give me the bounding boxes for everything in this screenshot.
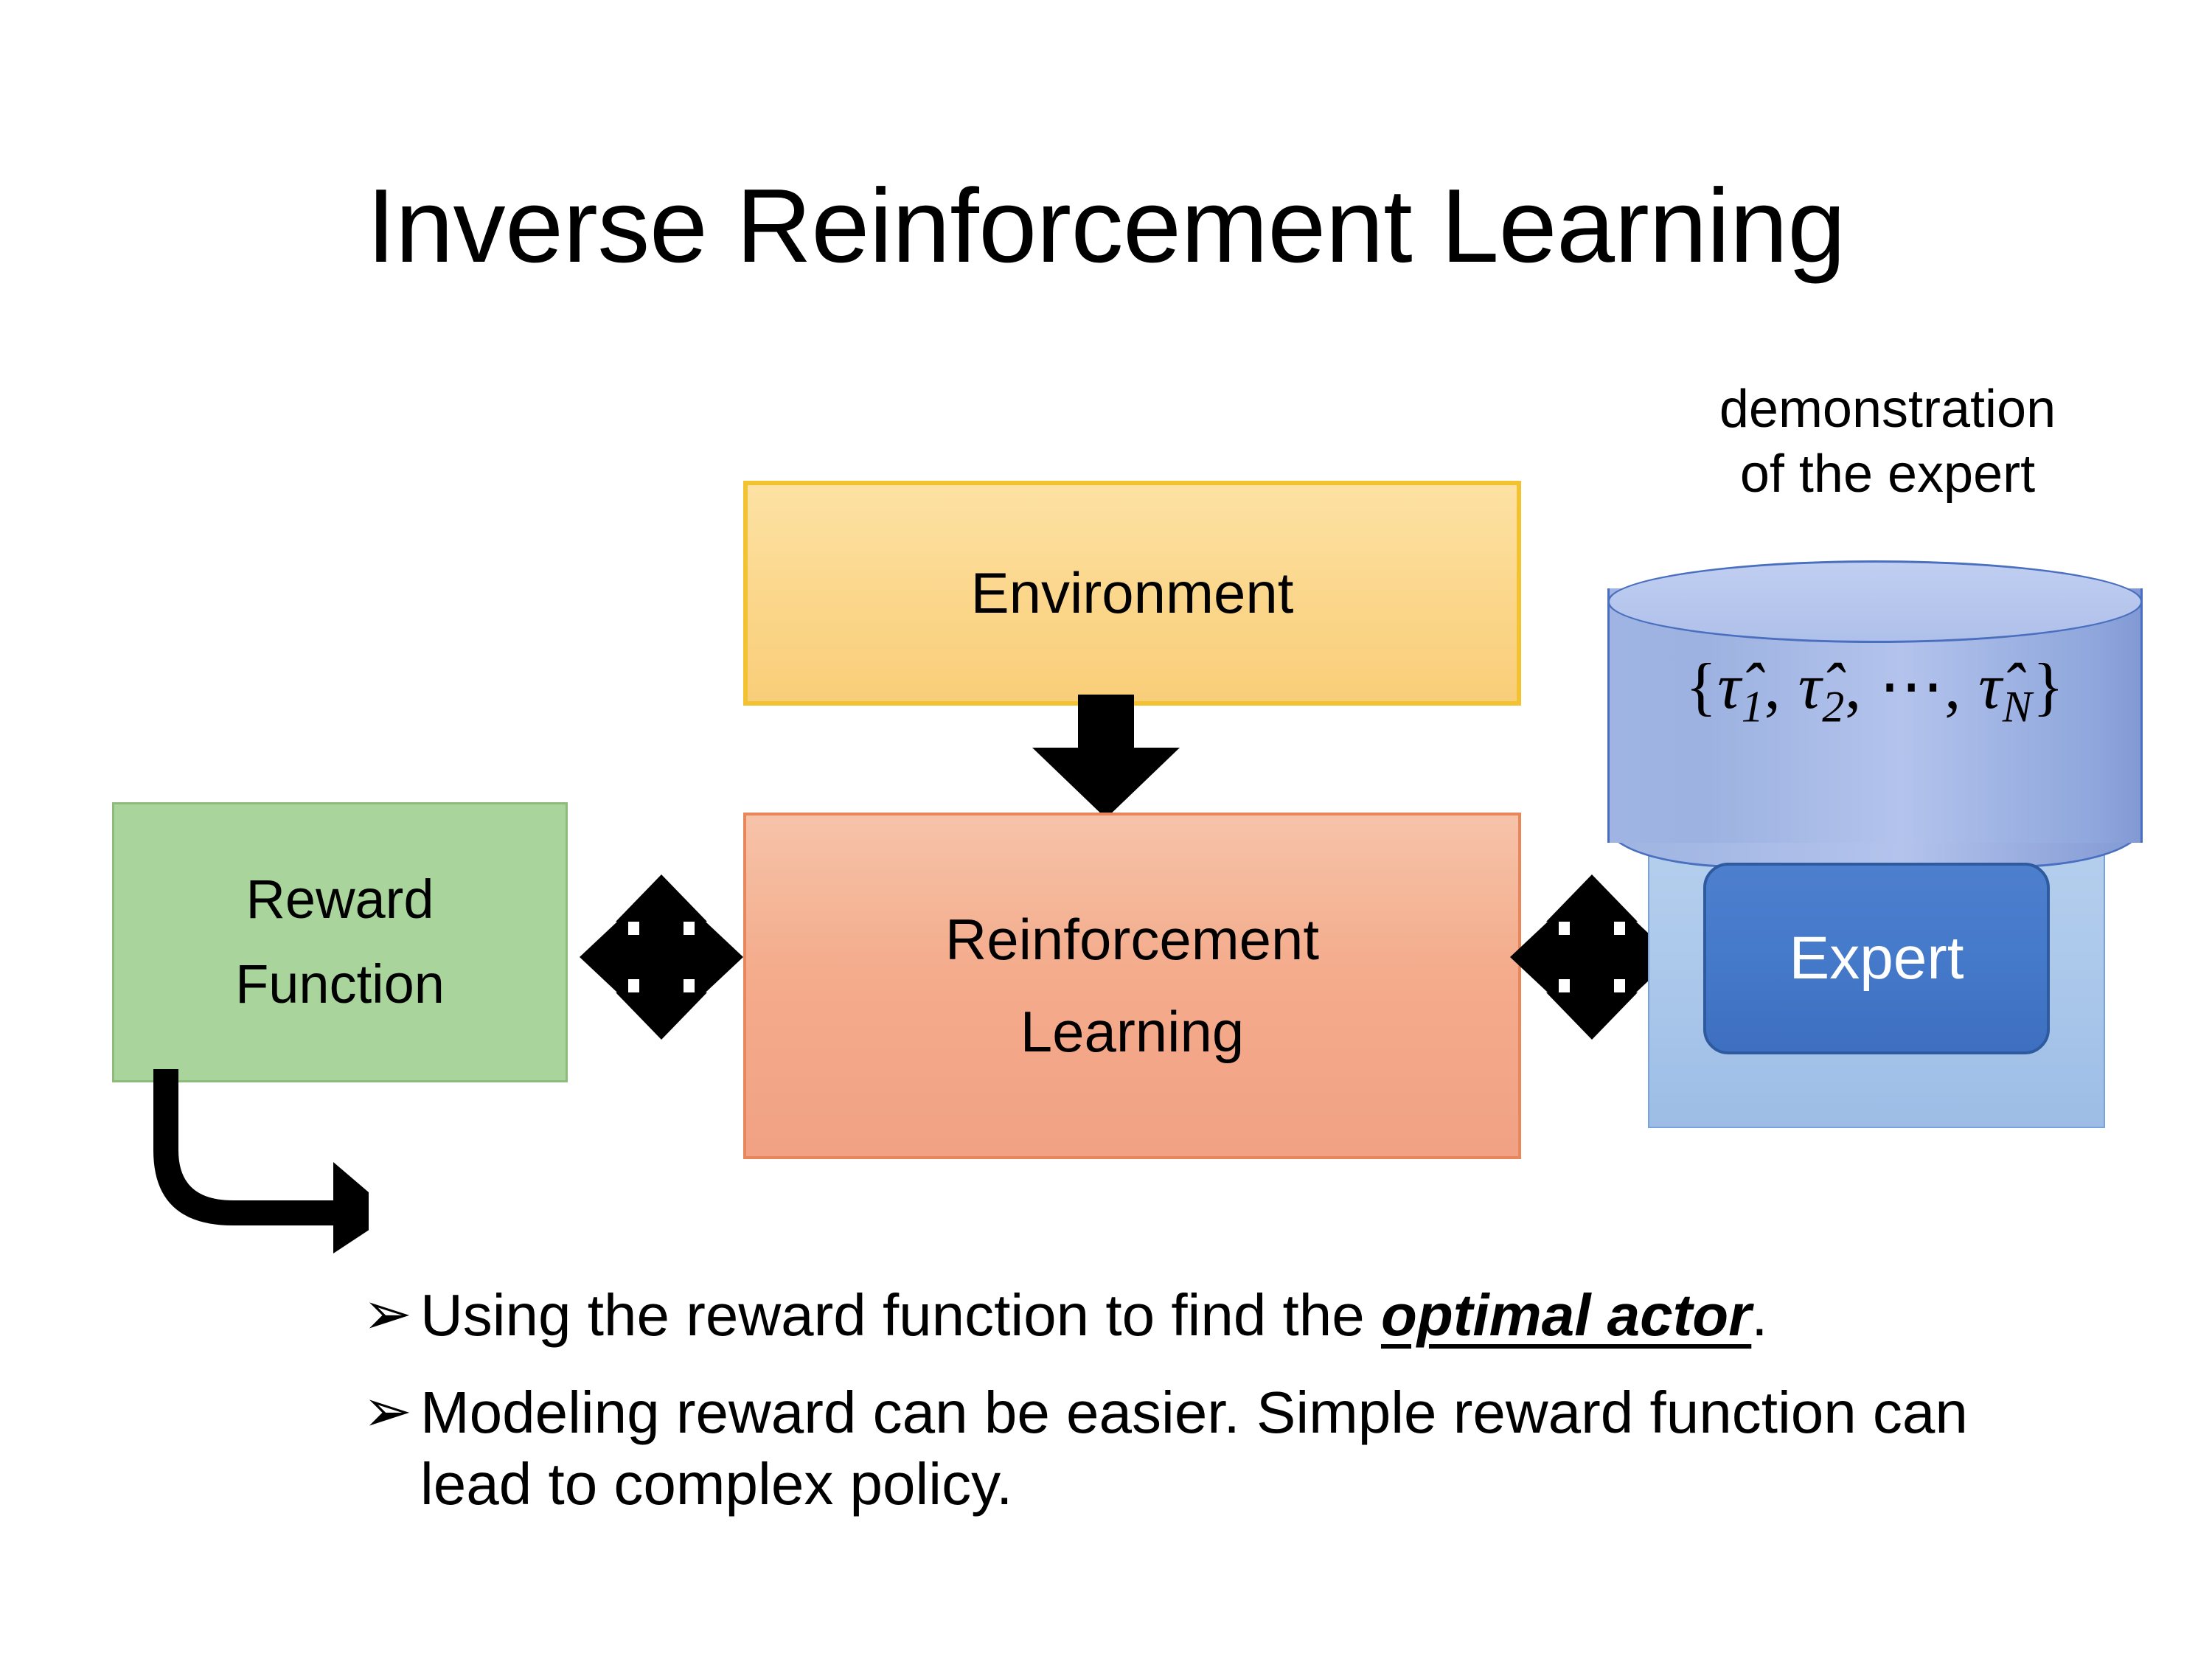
formula-sub-n: N (2002, 682, 2033, 731)
formula-tau-2: τ̂ (1798, 651, 1823, 723)
bullet-list: ➢ Using the reward function to find the … (363, 1279, 2081, 1545)
reinforcement-learning-box: Reinforcement Learning (743, 813, 1521, 1159)
formula-tau-n: τ̂ (1978, 651, 2003, 723)
formula-sub-1: 1 (1741, 682, 1764, 731)
cylinder-top-ellipse (1607, 560, 2143, 643)
formula-sub-2: 2 (1822, 682, 1846, 731)
trajectory-set-formula: {τ̂1, τ̂2, ⋯, τ̂N} (1607, 647, 2143, 733)
expert-box: Expert (1703, 863, 2050, 1054)
expert-group: demonstration of the expert {τ̂1, τ̂2, ⋯… (1607, 369, 2168, 1143)
formula-comma-3: , (1944, 651, 1979, 723)
bullet-1-emphasis: optimal actor (1380, 1282, 1752, 1348)
double-arrow-reward-to-rl (580, 874, 743, 1040)
formula-open-brace: { (1685, 651, 1718, 723)
demonstration-label: demonstration of the expert (1607, 378, 2168, 507)
bullet-1-text-before: Using the reward function to find the (420, 1282, 1381, 1348)
environment-box-label: Environment (970, 560, 1294, 625)
reward-box-label-line1: Reward (246, 869, 434, 931)
double-arrow-rl-to-expert (1510, 874, 1674, 1040)
formula-tau-1: τ̂ (1717, 651, 1742, 723)
rl-box-label-line1: Reinforcement (945, 907, 1320, 973)
formula-ellipsis: ⋯ (1879, 651, 1945, 723)
formula-close-brace: } (2032, 651, 2065, 723)
environment-box: Environment (743, 481, 1521, 706)
page-title: Inverse Reinforcement Learning (366, 167, 1846, 285)
list-item: ➢ Using the reward function to find the … (363, 1279, 2081, 1352)
bullet-arrow-icon: ➢ (363, 1281, 413, 1346)
bullet-text-2: Modeling reward can be easier. Simple re… (420, 1379, 1968, 1517)
reward-box-label-line2: Function (235, 953, 445, 1015)
expert-box-label: Expert (1789, 925, 1964, 992)
formula-comma-1: , (1764, 651, 1798, 723)
bullet-arrow-icon: ➢ (363, 1377, 413, 1444)
arrow-environment-to-rl (1032, 695, 1180, 818)
elbow-arrow-reward-to-bullet (153, 1069, 369, 1253)
list-item: ➢ Modeling reward can be easier. Simple … (363, 1377, 2081, 1520)
bullet-text-1: Using the reward function to find the op… (420, 1279, 2081, 1352)
demonstration-cylinder: {τ̂1, τ̂2, ⋯, τ̂N} (1607, 560, 2143, 870)
demonstration-label-line2: of the expert (1739, 444, 2036, 504)
formula-comma-2: , (1845, 651, 1879, 723)
reward-function-box: Reward Function (112, 802, 568, 1082)
demonstration-label-line1: demonstration (1719, 380, 2056, 439)
rl-box-label-line2: Learning (1020, 999, 1245, 1064)
bullet-1-text-after: . (1751, 1282, 1768, 1348)
